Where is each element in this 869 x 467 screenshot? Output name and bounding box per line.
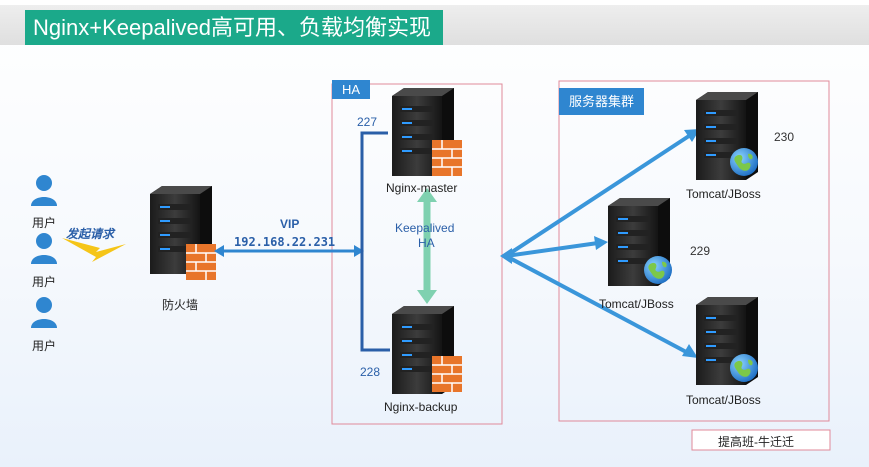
credit-label: 提高班-牛迁迁 — [718, 435, 794, 449]
cluster-group-label: 服务器集群 — [559, 88, 645, 115]
user-label: 用户 — [32, 216, 57, 230]
ha-bracket — [360, 131, 390, 352]
firewall-label: 防火墙 — [162, 298, 199, 312]
user-icon — [31, 233, 57, 264]
credit-box — [691, 429, 831, 451]
backup-name: Nginx-backup — [384, 400, 458, 414]
server-229-ip: 229 — [690, 244, 711, 258]
master-name: Nginx-master — [386, 181, 458, 195]
user-label: 用户 — [32, 339, 57, 353]
user-label: 用户 — [32, 275, 57, 289]
page-title: Nginx+Keepalived高可用、负载均衡实现 — [25, 10, 443, 45]
vip-address: 192.168.22.231 — [234, 235, 336, 249]
user-icon — [31, 175, 57, 206]
server-229-name: Tomcat/JBoss — [599, 297, 674, 311]
user-icon — [31, 297, 57, 328]
server-230-name: Tomcat/JBoss — [686, 187, 761, 201]
globe-icon — [730, 148, 758, 176]
brick-wall-icon — [185, 243, 217, 281]
vip-label: VIP — [280, 217, 300, 231]
server-230-ip: 230 — [774, 130, 795, 144]
lightning-bolt-icon — [62, 238, 126, 262]
ha-group-box — [331, 83, 503, 425]
server-3-name: Tomcat/JBoss — [686, 393, 761, 407]
brick-wall-icon — [431, 355, 463, 393]
link-to-server-230 — [504, 132, 694, 258]
keepalived-label: Keepalived — [395, 221, 455, 235]
link-to-server-229 — [505, 241, 599, 258]
request-label: 发起请求 — [66, 227, 115, 241]
backup-ip: 228 — [360, 365, 381, 379]
globe-icon — [730, 354, 758, 382]
ha-group-label: HA — [332, 80, 371, 99]
link-to-server-3 — [505, 254, 691, 356]
master-ip: 227 — [357, 115, 378, 129]
keepalived-ha-label: HA — [418, 236, 435, 250]
globe-icon — [644, 256, 672, 284]
cluster-group-box — [558, 80, 830, 422]
brick-wall-icon — [431, 139, 463, 177]
